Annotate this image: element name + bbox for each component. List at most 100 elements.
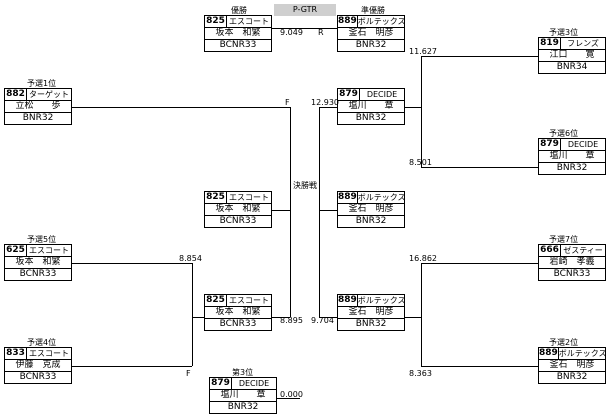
winner-label: 優勝: [231, 6, 247, 15]
q7-label: 予選7位: [549, 235, 579, 244]
connector-line: [290, 107, 291, 317]
driver-name: 坂本 和繁: [205, 28, 271, 40]
car-model: BNR32: [355, 319, 387, 329]
car-number: 879: [210, 378, 232, 389]
connector-line: [421, 167, 538, 168]
team-name: ボルテックス: [357, 296, 404, 305]
car-model: BCNR33: [19, 372, 57, 382]
final-label: 決勝戦: [293, 181, 317, 190]
time-9704: 9.704: [311, 316, 334, 325]
driver-name: 坂本 和繁: [5, 257, 71, 269]
third-label: 第3位: [232, 368, 254, 377]
time-third: 0.000: [280, 390, 303, 399]
team-name: ターゲット: [29, 90, 69, 99]
car-model: BNR32: [355, 40, 387, 50]
time-final: 9.049: [280, 28, 303, 37]
driver-name: 釜石 明彦: [539, 360, 605, 372]
driver-name: 塩川 章: [210, 390, 276, 402]
car-number: 666: [539, 245, 561, 256]
driver-name: 釜石 明彦: [338, 307, 404, 319]
mark-f-top: F: [285, 98, 290, 107]
q6-label: 予選6位: [549, 129, 579, 138]
car-model: BCNR33: [219, 319, 257, 329]
mark-r: R: [318, 28, 324, 37]
sf-right-box: 879 DECIDE 塩川 章 BNR32: [337, 88, 405, 125]
mark-f-bottom: F: [186, 369, 191, 378]
car-model: BNR32: [22, 113, 54, 123]
connector-line: [71, 107, 290, 108]
connector-line: [271, 317, 290, 318]
q3-label: 予選3位: [549, 28, 579, 37]
q1-label: 予選1位: [27, 79, 57, 88]
connector-line: [271, 210, 290, 211]
team-name: エスコート: [229, 296, 269, 305]
car-number: 889: [338, 192, 358, 203]
driver-name: 岩崎 孝義: [539, 257, 605, 269]
driver-name: 坂本 和繁: [205, 307, 271, 319]
car-number: 825: [205, 295, 227, 306]
driver-name: 伊藤 克成: [5, 360, 71, 372]
connector-line: [276, 398, 300, 399]
time-11627: 11.627: [409, 47, 437, 56]
driver-name: 坂本 和繁: [205, 204, 271, 216]
q4-label: 予選4位: [27, 338, 57, 347]
team-name: フレンズ: [567, 39, 599, 48]
team-name: DECIDE: [366, 90, 398, 99]
driver-name: 塩川 章: [338, 101, 404, 113]
connector-line: [421, 56, 422, 167]
car-model: BNR32: [355, 113, 387, 123]
time-16862: 16.862: [409, 254, 437, 263]
time-12930: 12.930: [311, 98, 339, 107]
team-name: ボルテックス: [558, 349, 605, 358]
car-model: BCNR33: [553, 269, 591, 279]
car-model: BNR34: [556, 62, 588, 72]
connector-line: [421, 263, 538, 264]
team-name: エスコート: [229, 17, 269, 26]
team-name: エスコート: [29, 246, 69, 255]
time-8854: 8.854: [179, 254, 202, 263]
driver-name: 釜石 明彦: [338, 28, 404, 40]
car-number: 889: [338, 295, 358, 306]
q2-label: 予選2位: [549, 338, 579, 347]
car-number: 819: [539, 38, 561, 49]
connector-line: [319, 107, 320, 317]
car-number: 889: [338, 16, 358, 27]
car-model: BNR32: [355, 216, 387, 226]
car-number: 879: [338, 89, 360, 100]
connector-line: [271, 28, 337, 29]
car-model: BCNR33: [19, 269, 57, 279]
team-name: エスコート: [229, 193, 269, 202]
connector-line: [421, 263, 422, 366]
team-name: DECIDE: [567, 140, 599, 149]
car-number: 825: [205, 192, 227, 203]
driver-name: 塩川 章: [539, 151, 605, 163]
connector-line: [404, 317, 421, 318]
car-model: BNR32: [556, 372, 588, 382]
team-name: DECIDE: [238, 379, 270, 388]
team-name: エスコート: [29, 349, 69, 358]
connector-line: [319, 107, 337, 108]
q5-label: 予選5位: [27, 235, 57, 244]
time-8363: 8.363: [409, 369, 432, 378]
car-number: 833: [5, 348, 27, 359]
time-8501: 8.501: [409, 158, 432, 167]
runner-up-label: 準優勝: [361, 6, 385, 15]
driver-name: 立松 歩: [5, 101, 71, 113]
car-number: 625: [5, 245, 27, 256]
connector-line: [192, 263, 193, 366]
connector-line: [319, 210, 337, 211]
connector-line: [71, 263, 192, 264]
car-number: 825: [205, 16, 227, 27]
